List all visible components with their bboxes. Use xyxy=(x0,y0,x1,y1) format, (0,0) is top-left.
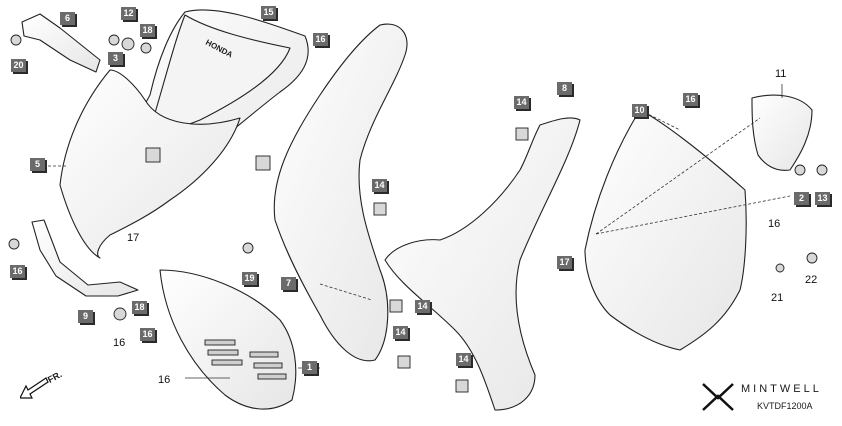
leader-line xyxy=(319,283,373,301)
bolt-icon xyxy=(108,34,120,46)
grille-slot xyxy=(253,362,283,369)
part-number-callout: 10 xyxy=(632,104,647,117)
grille-slot xyxy=(249,351,279,358)
part-number-callout: 19 xyxy=(242,272,257,285)
part-number-callout: 20 xyxy=(11,59,26,72)
diagram-code: KVTDF1200A xyxy=(757,401,813,411)
part-number-callout: 12 xyxy=(121,7,136,20)
bolt-icon xyxy=(816,164,828,176)
mirror-bracket-part xyxy=(751,94,813,171)
part-number-callout: 14 xyxy=(372,179,387,192)
clip-nut-icon xyxy=(389,299,403,313)
lower-cover-part xyxy=(159,269,297,410)
bolt-icon xyxy=(121,37,135,51)
lower-stay-part xyxy=(31,219,139,297)
part-number-label: 16 xyxy=(158,374,171,386)
part-number-callout: 16 xyxy=(140,328,155,341)
part-number-callout: 8 xyxy=(557,82,572,95)
rivet-icon xyxy=(113,307,127,321)
bolt-icon xyxy=(794,164,806,176)
part-number-callout: 18 xyxy=(140,24,155,37)
windscreen-part xyxy=(149,14,291,132)
part-number-callout: 18 xyxy=(132,301,147,314)
inner-panel-part xyxy=(584,109,747,351)
part-number-label: 16 xyxy=(113,337,126,349)
bolt-icon xyxy=(242,242,254,254)
brand-mark: MINTWELL xyxy=(701,380,819,419)
bolt-icon xyxy=(10,34,22,46)
part-number-callout: 3 xyxy=(108,52,123,65)
rivet-icon xyxy=(8,238,20,250)
part-number-callout: 6 xyxy=(60,12,75,25)
middle-cowl-part xyxy=(273,23,408,362)
bolt-icon xyxy=(775,263,785,273)
grille-slot xyxy=(257,373,287,380)
part-number-label: 22 xyxy=(805,274,818,286)
brand-name: MINTWELL xyxy=(741,383,822,395)
part-number-callout: 7 xyxy=(281,277,296,290)
grille-slot xyxy=(204,339,236,346)
leader-line xyxy=(595,195,791,235)
grille-slot xyxy=(207,349,239,356)
side-cowl-part xyxy=(384,117,581,411)
front-direction-indicator: FR. xyxy=(19,369,63,405)
grille-slot xyxy=(211,359,243,366)
clip-nut-icon xyxy=(373,202,387,216)
brand-logo-icon xyxy=(702,383,734,411)
part-number-callout: 16 xyxy=(10,265,25,278)
part-number-label: 16 xyxy=(768,218,781,230)
part-number-callout: 5 xyxy=(30,158,45,171)
upper-fairing-part xyxy=(59,69,241,259)
leader-line xyxy=(595,117,761,235)
part-number-callout: 14 xyxy=(415,300,430,313)
stay-bracket-part xyxy=(21,13,101,73)
clip-nut-icon xyxy=(397,355,411,369)
part-number-callout: 15 xyxy=(261,6,276,19)
clip-nut-icon xyxy=(145,147,161,163)
part-number-callout: 9 xyxy=(78,310,93,323)
part-number-callout: 2 xyxy=(794,192,809,205)
part-number-label: 21 xyxy=(771,292,784,304)
bolt-icon xyxy=(140,42,152,54)
part-number-callout: 14 xyxy=(514,96,529,109)
clip-nut-icon xyxy=(255,155,271,171)
part-number-callout: 14 xyxy=(393,326,408,339)
part-number-callout: 1 xyxy=(302,361,317,374)
part-number-callout: 13 xyxy=(815,192,830,205)
part-number-label: 17 xyxy=(127,232,140,244)
part-number-callout: 14 xyxy=(456,353,471,366)
clip-nut-icon xyxy=(455,379,469,393)
bolt-icon xyxy=(806,252,818,264)
clip-nut-icon xyxy=(515,127,529,141)
direction-arrow-icon xyxy=(19,377,49,399)
part-number-callout: 17 xyxy=(557,256,572,269)
part-number-label: 11 xyxy=(775,68,787,80)
part-number-callout: 16 xyxy=(313,33,328,46)
part-number-callout: 16 xyxy=(683,93,698,106)
